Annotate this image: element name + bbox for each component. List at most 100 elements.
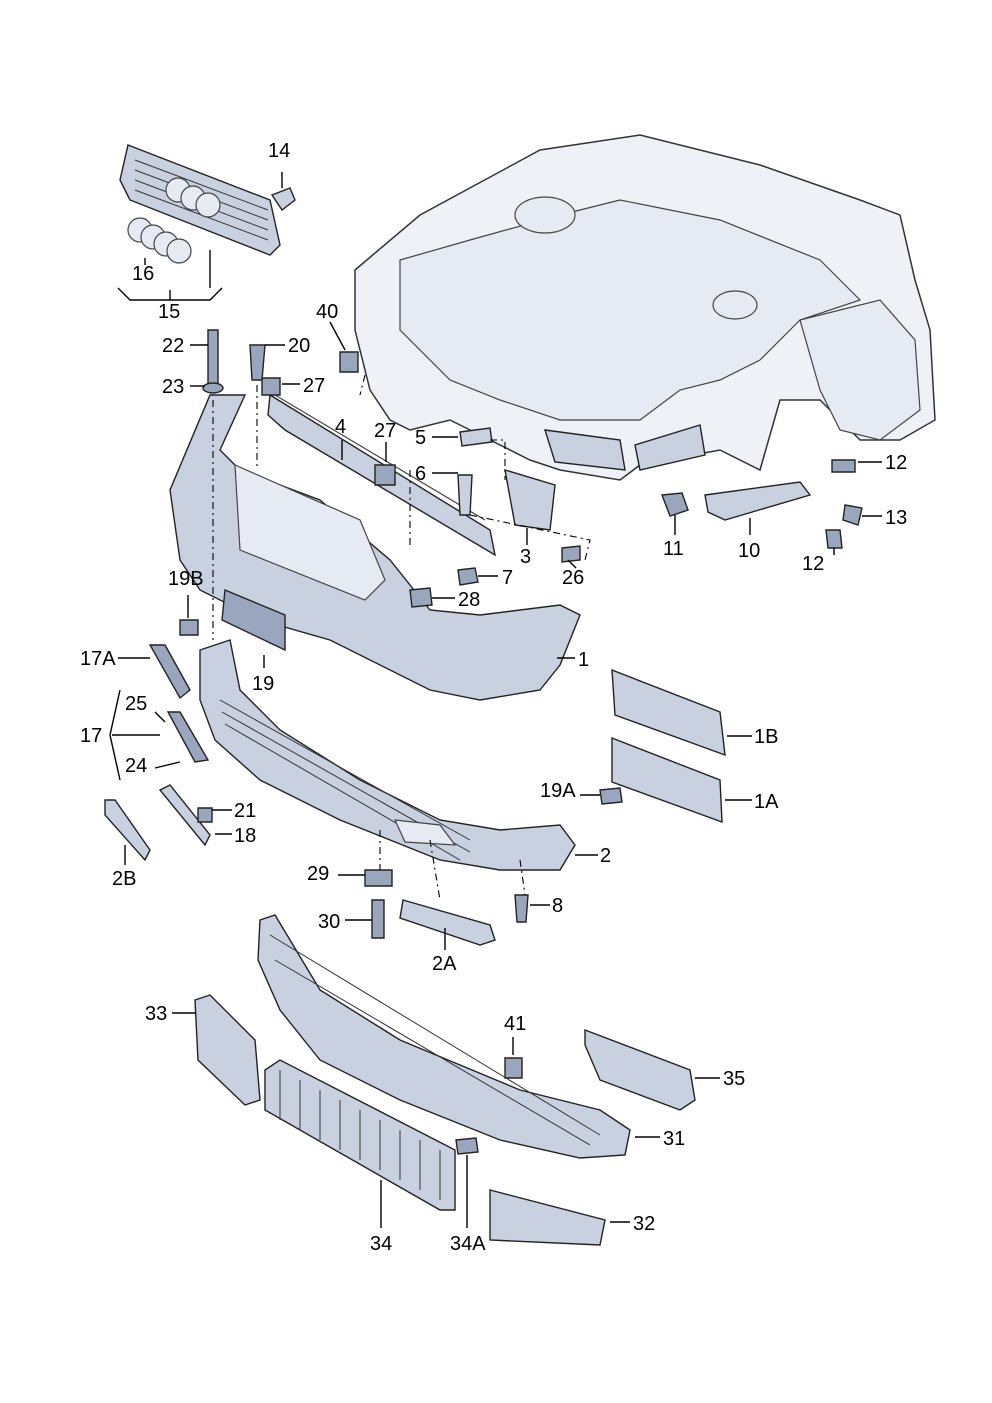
front-spoiler — [257, 914, 631, 1159]
bracket-10 — [704, 481, 812, 521]
mount-3 — [504, 469, 556, 531]
label-23: 23 — [162, 376, 184, 398]
label-25: 25 — [125, 693, 147, 715]
label-31: 31 — [663, 1128, 685, 1150]
clip-19B — [179, 619, 199, 636]
label-17: 17 — [80, 725, 102, 747]
bumper-cover — [169, 394, 581, 701]
callout-labels: 1 1B 1A 2 2A 2B 3 4 5 6 7 8 10 11 12 12 … — [80, 140, 907, 1255]
strut-tower-left — [514, 196, 576, 234]
screw-30 — [371, 899, 385, 939]
label-17A: 17A — [80, 648, 116, 670]
clip-27a — [261, 377, 281, 396]
bolt-6 — [457, 474, 473, 516]
screw-26 — [561, 545, 581, 563]
assembly-lines — [212, 374, 591, 901]
part-13 — [842, 504, 863, 526]
label-30: 30 — [318, 911, 340, 933]
label-2A: 2A — [432, 953, 457, 975]
clip-41 — [504, 1057, 523, 1079]
screw-8 — [514, 894, 529, 923]
label-41: 41 — [504, 1013, 526, 1035]
label-2B: 2B — [112, 868, 136, 890]
label-26: 26 — [562, 567, 584, 589]
label-20: 20 — [288, 335, 310, 357]
label-24: 24 — [125, 755, 147, 777]
clip-28 — [409, 587, 433, 608]
label-7: 7 — [502, 567, 513, 589]
strut-tower-right — [712, 290, 758, 320]
trim-18 — [158, 784, 211, 847]
label-35: 35 — [723, 1068, 745, 1090]
clip-19A — [599, 787, 623, 805]
label-19: 19 — [252, 673, 274, 695]
clip-21 — [197, 807, 213, 823]
label-27-left: 27 — [303, 375, 325, 397]
label-18: 18 — [234, 825, 256, 847]
label-28: 28 — [458, 589, 480, 611]
rivet-22 — [207, 329, 219, 386]
washer-23 — [202, 382, 224, 394]
nut-7 — [457, 567, 479, 586]
label-32: 32 — [633, 1213, 655, 1235]
label-40: 40 — [316, 301, 338, 323]
wheel-arch — [799, 299, 921, 441]
label-8: 8 — [552, 895, 563, 917]
headlight-right — [634, 424, 706, 471]
label-22: 22 — [162, 335, 184, 357]
cap-14 — [270, 187, 296, 212]
label-13: 13 — [885, 507, 907, 529]
screw-12b — [825, 529, 843, 549]
label-19A: 19A — [540, 780, 576, 802]
label-2: 2 — [600, 845, 611, 867]
vehicle-front-body — [354, 134, 936, 481]
badge-rings — [127, 217, 192, 264]
label-16: 16 — [132, 263, 154, 285]
clip-34A — [455, 1137, 479, 1155]
label-4: 4 — [335, 416, 346, 438]
bracket-17 — [166, 711, 210, 763]
trim-2B — [104, 799, 151, 862]
label-19B: 19B — [168, 568, 204, 590]
label-6: 6 — [415, 463, 426, 485]
grille-left-33 — [194, 994, 261, 1106]
screw-20 — [249, 344, 266, 381]
grille-insert-34 — [264, 1059, 456, 1211]
radiator-grille — [119, 144, 281, 256]
label-14: 14 — [268, 140, 290, 162]
label-12-upper: 12 — [885, 452, 907, 474]
label-33: 33 — [145, 1003, 167, 1025]
license-plate-base-1A — [611, 736, 723, 824]
label-21: 21 — [234, 800, 256, 822]
label-34A: 34A — [450, 1233, 486, 1255]
label-34: 34 — [370, 1233, 392, 1255]
label-29: 29 — [307, 863, 329, 885]
label-27-right: 27 — [374, 420, 396, 442]
label-1B: 1B — [754, 726, 778, 748]
bracket-17A — [148, 644, 191, 700]
clip-11 — [661, 492, 689, 517]
clip-27b — [374, 464, 396, 486]
part-40 — [339, 351, 359, 373]
label-11: 11 — [663, 538, 684, 560]
label-15: 15 — [158, 301, 180, 323]
screw-12a — [831, 459, 856, 473]
label-10: 10 — [738, 540, 760, 562]
grille-right-32 — [489, 1189, 606, 1246]
trim-2A — [399, 899, 496, 946]
license-plate-holder-19 — [221, 588, 286, 652]
label-1: 1 — [578, 649, 589, 671]
label-3: 3 — [520, 546, 531, 568]
headlight-left — [544, 429, 626, 471]
cover-35 — [584, 1028, 696, 1111]
label-12-lower: 12 — [802, 553, 824, 575]
label-5: 5 — [415, 427, 426, 449]
leader-lines — [109, 172, 882, 1228]
license-plate-base-1B — [611, 668, 726, 757]
bumper-lower-section — [199, 639, 576, 871]
bolt-5 — [459, 427, 493, 447]
nut-29 — [364, 869, 393, 887]
label-1A: 1A — [754, 791, 779, 813]
